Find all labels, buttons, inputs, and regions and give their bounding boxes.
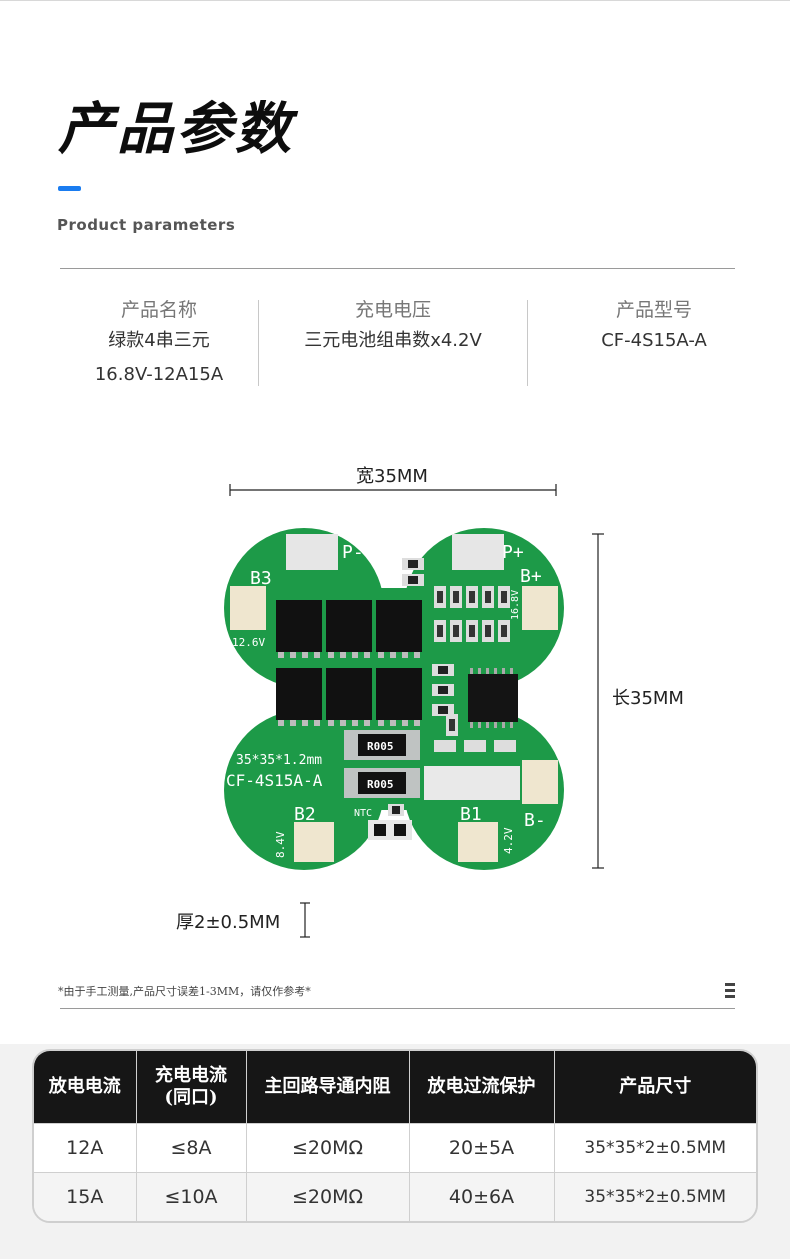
table-header-row: 放电电流 充电电流(同口) 主回路导通内阻 放电过流保护 产品尺寸 [34, 1051, 756, 1124]
spec-label: 产品型号 [615, 299, 692, 321]
spec-value: 三元电池组串数x4.2V [304, 330, 482, 351]
column-divider [527, 300, 528, 386]
column-divider [258, 300, 259, 386]
length-dimension-label: 长35MM [612, 688, 684, 709]
table-cell: 35*35*2±0.5MM [554, 1172, 756, 1221]
table-cell: ≤20MΩ [246, 1122, 410, 1173]
pad-label-b-plus: B+ [520, 566, 542, 587]
bms-board-image: P- P+ B3 B+ 12.6V 16.8V [224, 528, 564, 870]
spec-charge-voltage: 充电电压 三元电池组串数x4.2V [259, 296, 527, 358]
thickness-dimension-label: 厚2±0.5MM [176, 912, 281, 933]
silk-16-8v: 16.8V [510, 590, 521, 620]
table-cell: 15A [34, 1172, 137, 1221]
table-cell: ≤10A [136, 1172, 247, 1221]
section-divider [60, 268, 735, 269]
header-charge-current: 充电电流(同口) [136, 1051, 247, 1124]
spec-value: 16.8V-12A15A [94, 364, 224, 385]
silk-4-2v: 4.2V [502, 827, 515, 854]
thickness-dimension-line [300, 902, 310, 938]
silk-8-4v: 8.4V [274, 831, 287, 858]
spec-product-name: 产品名称 绿款4串三元 16.8V-12A15A [60, 296, 258, 392]
table-cell: 40±6A [409, 1172, 555, 1221]
title-accent-bar [58, 186, 81, 191]
pad-label-p-minus: P- [342, 542, 364, 563]
pad-label-b2: B2 [294, 804, 316, 825]
spec-value: 绿款4串三元 [108, 330, 210, 351]
shunt-label: R005 [367, 740, 394, 753]
pad-label-p-plus: P+ [502, 542, 524, 563]
table-cell: ≤8A [136, 1122, 247, 1173]
length-dimension-line [592, 533, 604, 869]
spec-model: 产品型号 CF-4S15A-A [528, 296, 780, 358]
page-subtitle: Product parameters [57, 216, 236, 234]
measurement-note: *由于手工测量,产品尺寸误差1-3MM，请仅作参考* [58, 985, 311, 998]
shunt-label: R005 [367, 778, 394, 791]
header-overcurrent-protection: 放电过流保护 [409, 1051, 555, 1124]
table-cell: 35*35*2±0.5MM [554, 1122, 756, 1173]
menu-lines-icon [725, 983, 735, 998]
table-row: 12A ≤8A ≤20MΩ 20±5A 35*35*2±0.5MM [34, 1122, 756, 1173]
pad-label-b-minus: B- [524, 810, 546, 831]
silk-board-size: 35*35*1.2mm [236, 753, 322, 768]
pad-label-b1: B1 [460, 804, 482, 825]
table-cell: 20±5A [409, 1122, 555, 1173]
spec-label: 充电电压 [354, 299, 431, 321]
table-cell: ≤20MΩ [246, 1172, 410, 1221]
header-main-circuit-resistance: 主回路导通内阻 [246, 1051, 410, 1124]
top-divider [0, 0, 790, 1]
table-row: 15A ≤10A ≤20MΩ 40±6A 35*35*2±0.5MM [34, 1172, 756, 1221]
parameters-table: 放电电流 充电电流(同口) 主回路导通内阻 放电过流保护 产品尺寸 12A ≤8… [32, 1049, 758, 1223]
header-discharge-current: 放电电流 [34, 1051, 137, 1124]
table-cell: 12A [34, 1122, 137, 1173]
silk-ntc: NTC [354, 808, 372, 819]
width-dimension-line [229, 484, 557, 496]
width-dimension-label: 宽35MM [356, 466, 428, 487]
section-divider [60, 1008, 735, 1009]
header-product-size: 产品尺寸 [554, 1051, 756, 1124]
spec-value: CF-4S15A-A [601, 330, 707, 351]
silk-model: CF-4S15A-A [226, 771, 323, 790]
page-title: 产品参数 [58, 97, 294, 162]
pad-label-b3: B3 [250, 568, 272, 589]
spec-label: 产品名称 [120, 299, 197, 321]
silk-12-6v: 12.6V [232, 636, 265, 649]
